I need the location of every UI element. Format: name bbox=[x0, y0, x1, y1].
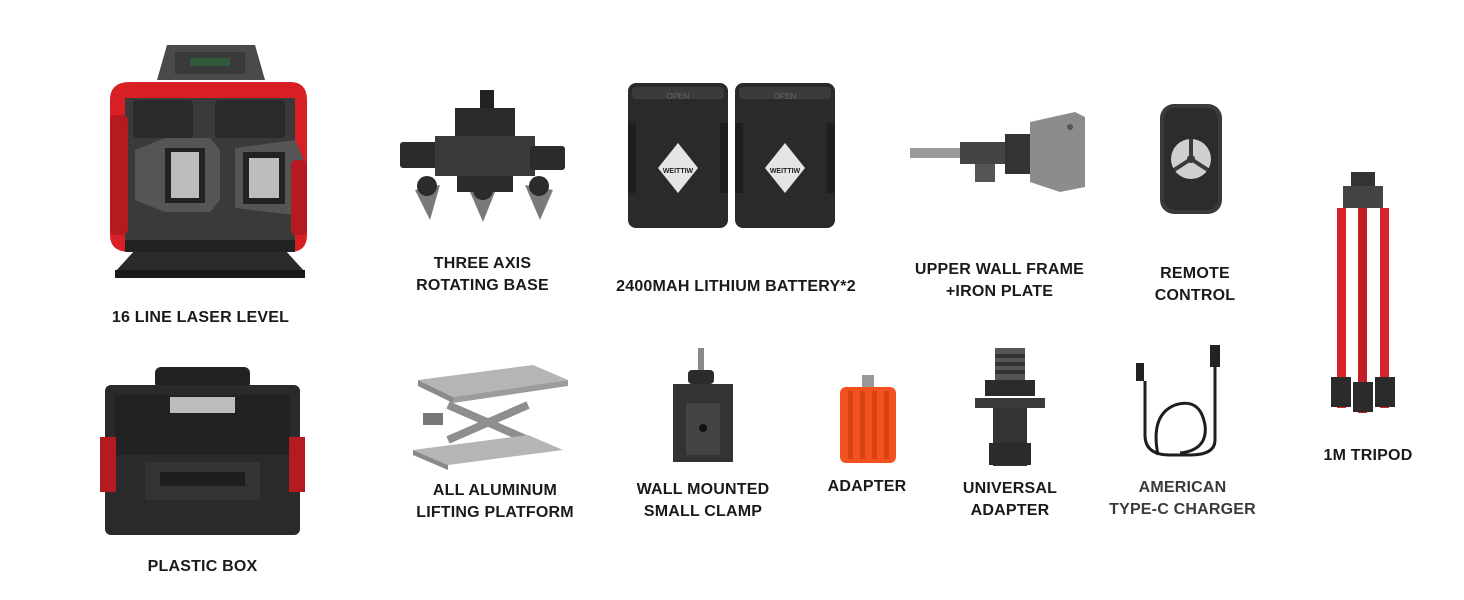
tripod-image bbox=[1331, 172, 1395, 413]
lifting-platform-image bbox=[413, 365, 568, 470]
plastic-box-label: PLASTIC BOX bbox=[147, 558, 258, 575]
rotating-base-image bbox=[400, 90, 565, 222]
remote-image bbox=[1160, 104, 1222, 214]
wall-frame-label: UPPER WALL FRAME +IRON PLATE bbox=[914, 261, 1085, 300]
lifting-platform-label: ALL ALUMINUM LIFTING PLATFORM bbox=[416, 482, 574, 521]
laser-level-label: 16 LINE LASER LEVEL bbox=[111, 309, 290, 326]
wall-clamp-label: WALL MOUNTED SMALL CLAMP bbox=[636, 481, 770, 520]
adapter-label: ADAPTER bbox=[827, 478, 907, 495]
rotating-base-label: THREE AXIS ROTATING BASE bbox=[416, 255, 549, 294]
battery-label: 2400MAH LITHIUM BATTERY*2 bbox=[616, 278, 856, 295]
wall-clamp-image bbox=[673, 348, 733, 462]
universal-adapter-image bbox=[975, 348, 1045, 466]
battery-open-text: OPEN bbox=[667, 92, 690, 101]
plastic-box-image bbox=[100, 367, 305, 535]
charger-image bbox=[1136, 345, 1220, 457]
adapter-image bbox=[840, 375, 896, 463]
battery-open-text: OPEN bbox=[774, 92, 797, 101]
remote-label: REMOTE CONTROL bbox=[1154, 265, 1236, 304]
battery-image-2: OPEN WEITTIW bbox=[735, 83, 835, 228]
battery-brand-text: WEITTIW bbox=[770, 168, 801, 175]
wall-frame-image bbox=[910, 112, 1085, 192]
tripod-label: 1M TRIPOD bbox=[1323, 447, 1413, 464]
battery-image-1: OPEN WEITTIW bbox=[628, 83, 728, 228]
battery-brand-text: WEITTIW bbox=[663, 168, 694, 175]
laser-level-image bbox=[110, 45, 307, 278]
universal-adapter-label: UNIVERSAL ADAPTER bbox=[962, 480, 1058, 519]
charger-label: AMERICAN TYPE-C CHARGER bbox=[1109, 479, 1256, 518]
